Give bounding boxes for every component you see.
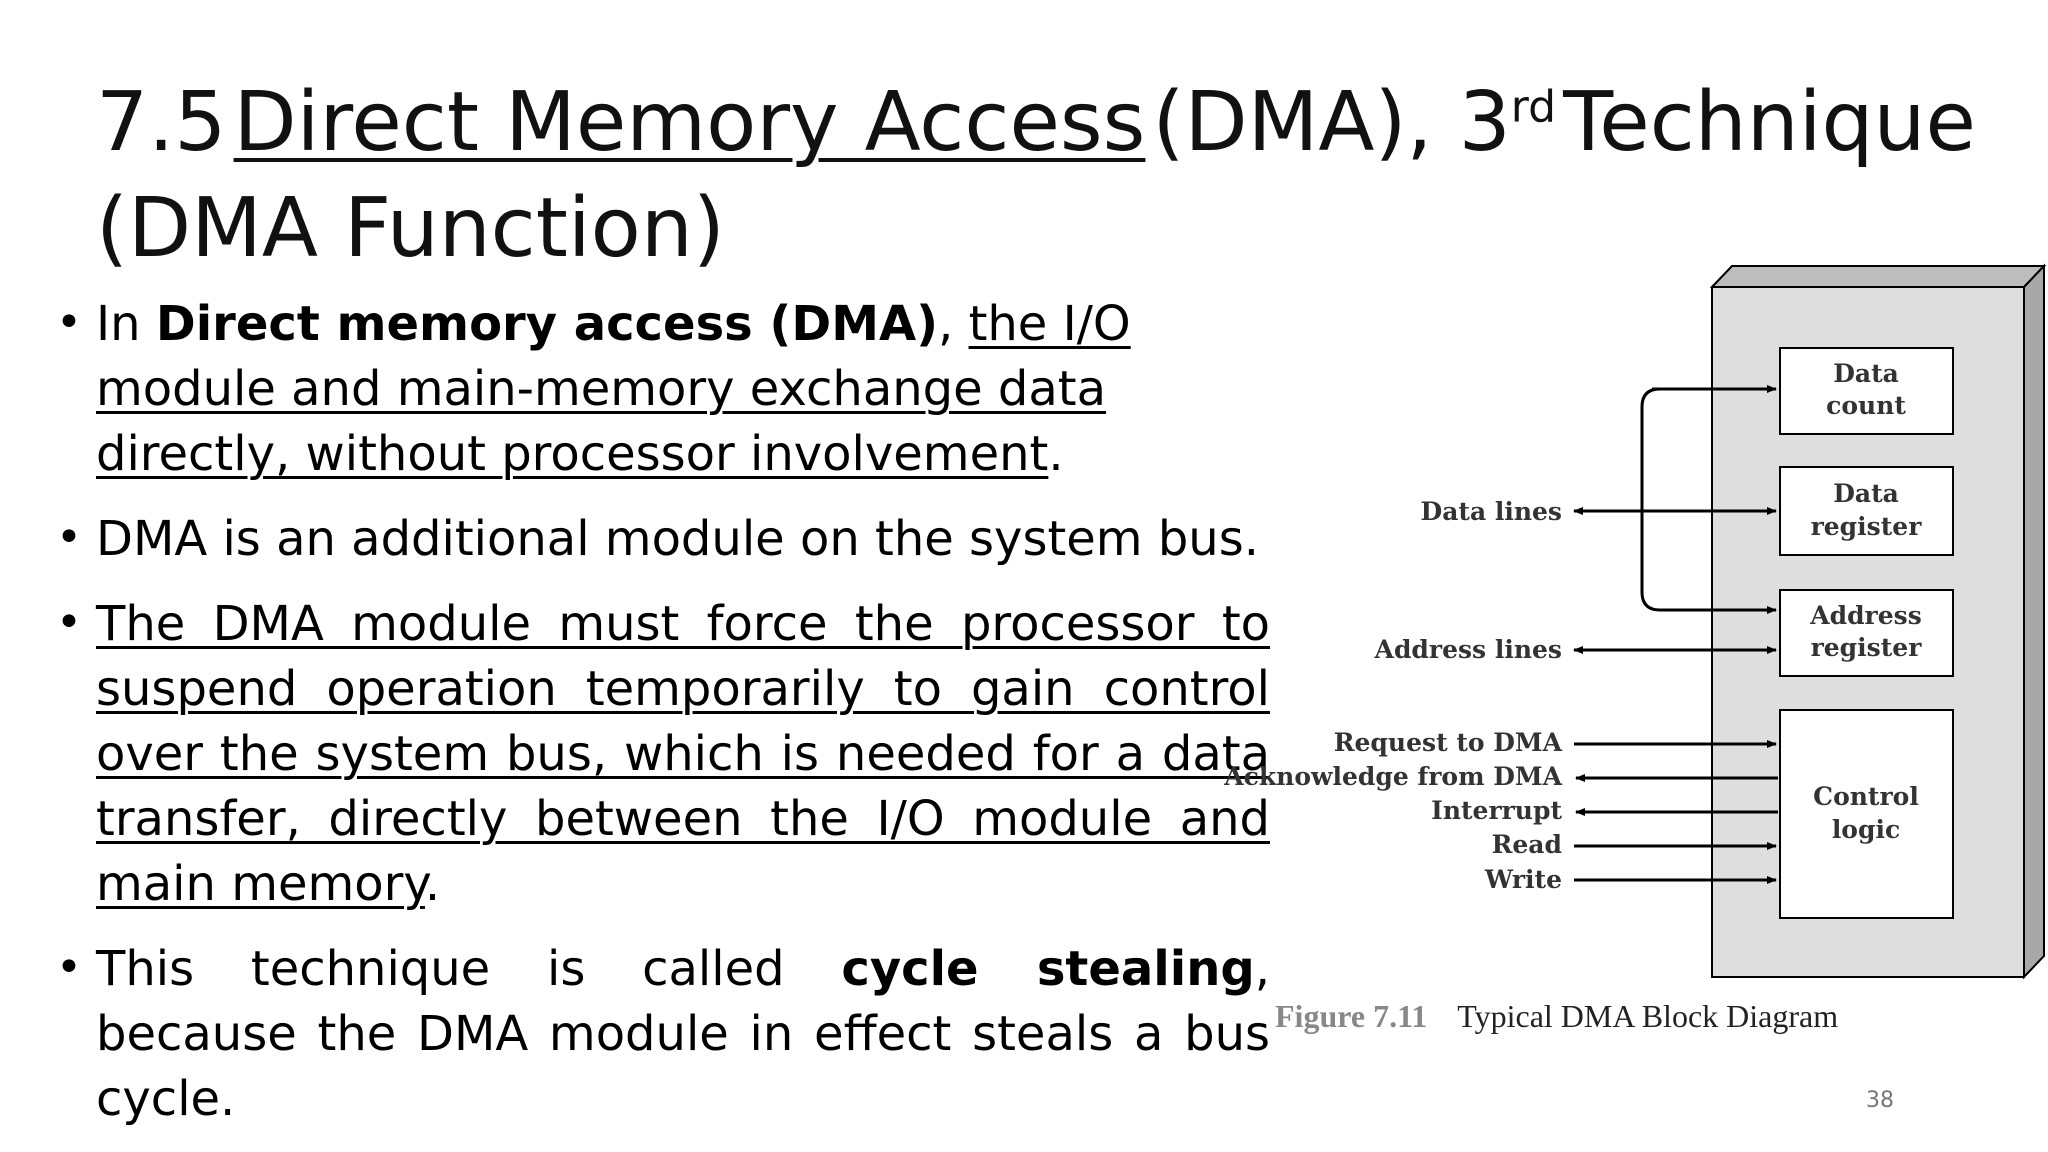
address-register-box <box>1779 589 1954 677</box>
figure-label: Figure 7.11 <box>1275 998 1428 1034</box>
bullet-1-underlined: the I/O module and main-memory exchange … <box>96 296 1131 482</box>
module-side-face <box>2023 263 2045 980</box>
bullet-2: DMA is an additional module on the syste… <box>56 505 1270 572</box>
figure-caption: Figure 7.11 Typical DMA Block Diagram <box>1275 998 1838 1035</box>
title-underlined: Direct Memory Access <box>233 75 1146 170</box>
read-label: Read <box>1492 830 1562 859</box>
bullet-4: This technique is called cycle stealing,… <box>56 935 1270 1132</box>
write-label: Write <box>1484 865 1562 894</box>
control-logic-label-1: Control <box>1813 782 1919 811</box>
slide-title: 7.5 Direct Memory Access (DMA), 3rd Tech… <box>96 70 1976 282</box>
data-register-label-2: register <box>1811 512 1923 541</box>
title-number: 7.5 <box>96 75 227 170</box>
bullet-3: The DMA module must force the processor … <box>56 590 1270 917</box>
bullet-1-bold: Direct memory access (DMA) <box>155 296 939 352</box>
bullet-list: In Direct memory access (DMA), the I/O m… <box>56 290 1270 1152</box>
acknowledge-label: Acknowledge from DMA <box>1223 762 1562 791</box>
data-register-box <box>1779 466 1954 556</box>
address-register-label-1: Address <box>1809 601 1922 630</box>
module-front-face <box>1711 286 2025 978</box>
data-register-label-1: Data <box>1833 479 1899 508</box>
control-logic-label-2: logic <box>1832 815 1900 844</box>
interrupt-label: Interrupt <box>1431 796 1562 825</box>
bullet-3-underlined: The DMA module must force the processor … <box>96 596 1270 912</box>
title-line-2: (DMA Function) <box>96 181 725 276</box>
title-line-1: 7.5 Direct Memory Access (DMA), 3rd Tech… <box>96 70 1976 176</box>
data-count-label-1: Data <box>1833 359 1899 388</box>
title-superscript: rd <box>1510 81 1556 133</box>
data-count-box <box>1779 347 1954 435</box>
figure-caption-text: Typical DMA Block Diagram <box>1457 998 1839 1034</box>
address-register-label-2: register <box>1811 633 1923 662</box>
page-number: 38 <box>1866 1088 1894 1113</box>
title-end: Technique <box>1563 75 1976 170</box>
bullet-1: In Direct memory access (DMA), the I/O m… <box>56 290 1270 487</box>
request-label: Request to DMA <box>1334 728 1563 757</box>
data-count-label-2: count <box>1826 391 1906 420</box>
bullet-4-bold: cycle stealing <box>841 941 1255 997</box>
address-lines-label: Address lines <box>1374 635 1562 664</box>
data-lines-label: Data lines <box>1421 497 1562 526</box>
data-bus <box>1573 385 1777 614</box>
control-logic-box <box>1779 709 1954 919</box>
title-middle: (DMA), 3rd <box>1152 75 1556 170</box>
